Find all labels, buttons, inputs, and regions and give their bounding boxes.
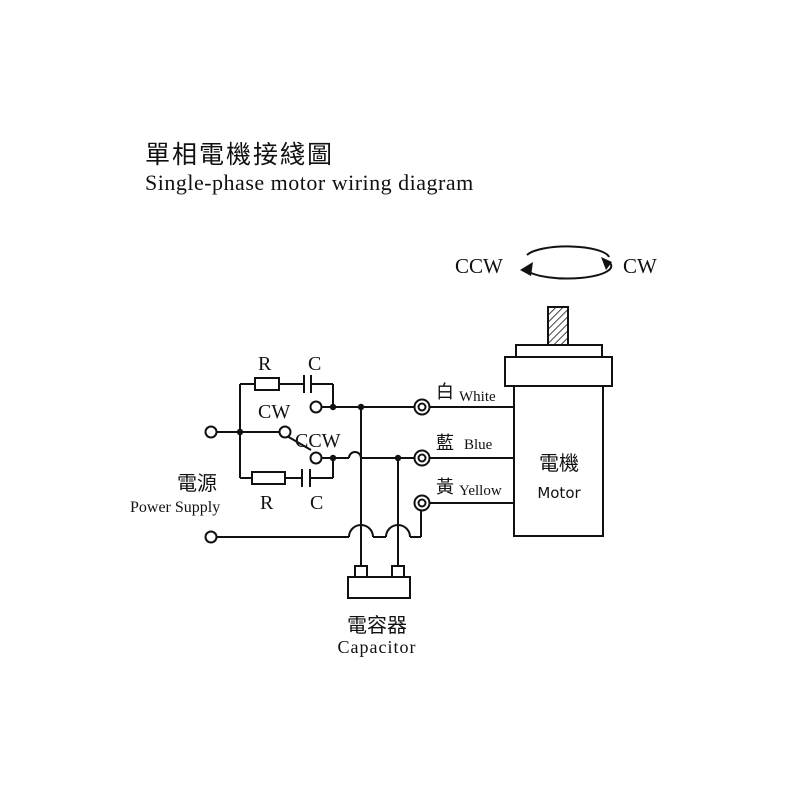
junction-dots: [236, 403, 402, 462]
resistor-bottom: [251, 471, 286, 485]
switch-terminals: [204, 400, 323, 544]
switch-cw-terminal: [309, 400, 323, 414]
resistor-top-label: R: [258, 353, 272, 375]
motor-flange: [504, 356, 613, 387]
motor-flange-top: [515, 344, 603, 358]
power-supply-label-chinese: 電源: [177, 471, 217, 495]
white-wire-label-english: White: [459, 389, 496, 405]
circuit-wiring: [216, 383, 422, 577]
switch-ccw-terminal: [309, 451, 323, 465]
diagram-title-english: Single-phase motor wiring diagram: [145, 170, 474, 195]
motor-body: [513, 385, 604, 537]
motor-lead-wires: [430, 406, 514, 504]
ccw-rotation-label: CCW: [455, 254, 503, 278]
rotation-arc-bottom: [525, 261, 613, 280]
rotation-indicator: CCW CW: [455, 245, 657, 280]
cw-rotation-label: CW: [623, 254, 657, 278]
blue-wire-label-english: Blue: [464, 437, 493, 453]
motor-label-chinese: 電機: [539, 451, 579, 475]
yellow-wire-label-english: Yellow: [459, 483, 502, 499]
motor-terminals: [413, 398, 431, 512]
motor-label-english: Motor: [537, 484, 581, 502]
arrowhead-ccw-icon: [520, 262, 533, 276]
capacitor-pin-left: [354, 565, 368, 578]
capacitor-pin-right: [391, 565, 405, 578]
power-terminal-top: [204, 425, 218, 439]
yellow-wire-label-chinese: 黃: [436, 477, 454, 498]
capacitor-label-chinese: 電容器: [347, 613, 407, 637]
run-capacitor: 電容器 Capacitor: [338, 565, 417, 657]
motor: 電機 Motor: [504, 306, 613, 537]
capacitor-label-english: Capacitor: [338, 637, 417, 657]
capacitor-bottom-label: C: [310, 492, 323, 514]
blue-wire-label-chinese: 藍: [436, 433, 454, 454]
ccw-switch-label: CCW: [295, 430, 341, 452]
motor-shaft: [547, 306, 569, 346]
diagram-title-chinese: 單相電機接綫圖: [145, 140, 335, 169]
cw-switch-label: CW: [258, 401, 290, 423]
resistor-bottom-label: R: [260, 492, 274, 514]
power-terminal-bottom: [204, 530, 218, 544]
capacitor-top-label: C: [308, 353, 321, 375]
arrowhead-cw-icon: [601, 257, 612, 270]
power-supply-label-english: Power Supply: [130, 499, 220, 516]
capacitor-body: [347, 576, 411, 599]
white-wire-label-chinese: 白: [436, 382, 454, 403]
switch-common-terminal: [278, 425, 292, 439]
resistor-top: [254, 377, 280, 391]
rotation-arc-top: [526, 245, 610, 258]
